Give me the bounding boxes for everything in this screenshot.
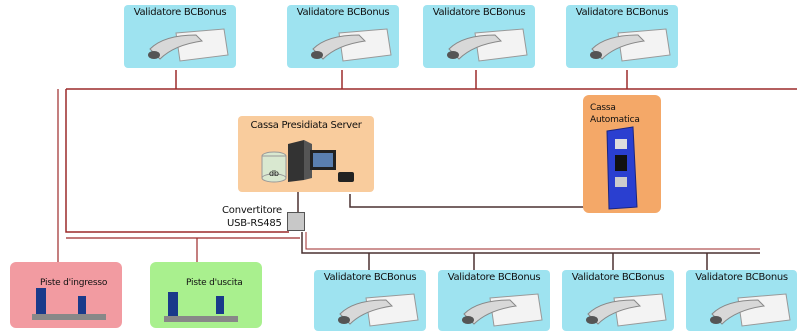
validator-label: Validatore BCBonus bbox=[447, 272, 541, 283]
gate-out-line bbox=[66, 237, 300, 264]
gate-out-box: Piste d'uscita bbox=[150, 262, 262, 328]
scanner-icon bbox=[710, 293, 791, 327]
left-vertical-line bbox=[65, 89, 289, 233]
validator-label: Validatore BCBonus bbox=[695, 272, 788, 283]
scanner-icon bbox=[311, 28, 392, 62]
scanner-icon bbox=[447, 28, 528, 62]
validator-top-1: Validatore BCBonus bbox=[124, 5, 236, 68]
validator-label: Validatore BCBonus bbox=[133, 7, 227, 18]
cassa-label-1: Cassa bbox=[590, 103, 616, 113]
bottom-bus-line-2 bbox=[305, 232, 760, 250]
gate-in-label: Piste d'ingresso bbox=[40, 278, 108, 288]
scanner-icon bbox=[338, 293, 419, 327]
validator-label: Validatore BCBonus bbox=[571, 272, 665, 283]
converter-label-2: USB-RS485 bbox=[227, 218, 282, 229]
scanner-icon bbox=[148, 28, 229, 62]
gate-out-label: Piste d'uscita bbox=[186, 278, 243, 288]
converter-label-1: Convertitore bbox=[222, 205, 283, 216]
turnstile-icon bbox=[164, 292, 238, 322]
validator-label: Validatore BCBonus bbox=[575, 7, 669, 18]
validator-top-4: Validatore BCBonus bbox=[566, 5, 678, 68]
bottom-bus-line bbox=[301, 232, 760, 254]
validator-top-3: Validatore BCBonus bbox=[423, 5, 535, 68]
scanner-icon bbox=[586, 293, 667, 327]
gate-in-box: Piste d'ingresso bbox=[10, 262, 122, 328]
scanner-icon bbox=[462, 293, 543, 327]
validator-label: Validatore BCBonus bbox=[432, 7, 526, 18]
server-box: Cassa Presidiata Server db bbox=[238, 116, 374, 192]
cassa-automatica-box: Cassa Automatica bbox=[583, 95, 661, 213]
validator-bottom-1: Validatore BCBonus bbox=[314, 270, 426, 331]
converter-icon bbox=[287, 212, 305, 231]
validator-top-2: Validatore BCBonus bbox=[287, 5, 399, 68]
scanner-icon bbox=[590, 28, 671, 62]
validator-bottom-2: Validatore BCBonus bbox=[438, 270, 550, 331]
turnstile-icon bbox=[32, 288, 106, 320]
cassa-label-2: Automatica bbox=[590, 115, 640, 125]
validator-bottom-3: Validatore BCBonus bbox=[562, 270, 674, 331]
kiosk-icon bbox=[606, 126, 638, 210]
db-label: db bbox=[269, 169, 279, 178]
server-icon bbox=[261, 140, 354, 183]
validator-label: Validatore BCBonus bbox=[323, 272, 417, 283]
validator-bottom-4: Validatore BCBonus bbox=[686, 270, 797, 331]
cassa-line bbox=[349, 194, 590, 208]
validator-label: Validatore BCBonus bbox=[296, 7, 390, 18]
server-label: Cassa Presidiata Server bbox=[250, 120, 362, 131]
